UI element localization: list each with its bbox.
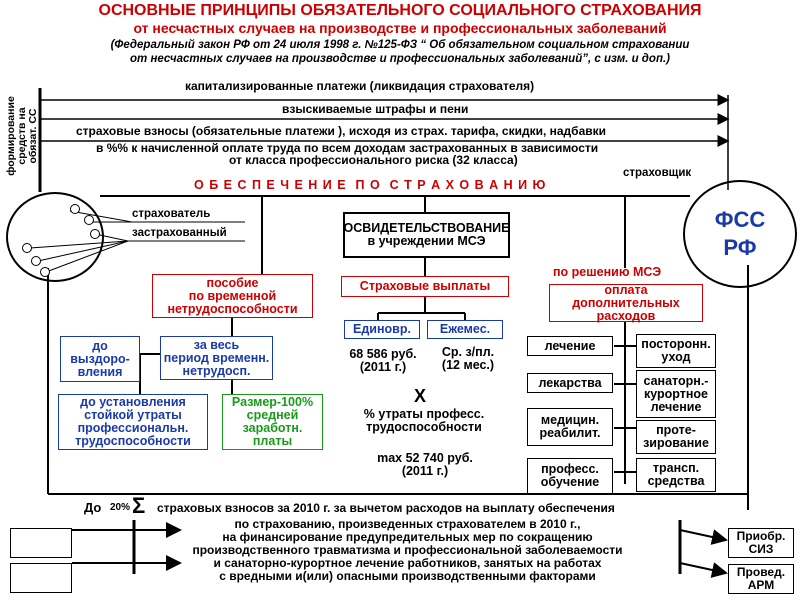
- benefit-line-2: по временной: [188, 288, 277, 303]
- benefit-line-3: нетрудоспособности: [167, 301, 298, 316]
- treatment-box[interactable]: лечение: [527, 336, 613, 356]
- percent-label-line-1: в %% к начисленной оплате труда по всем …: [96, 141, 599, 155]
- policyholder-label: страхователь: [132, 208, 211, 220]
- insured-parties-circle[interactable]: [6, 192, 104, 282]
- max-amount: max 52 740 руб. (2011 г.): [340, 452, 510, 478]
- funding-label-line-3: обязат. СС: [27, 108, 39, 164]
- benefit-amount-box[interactable]: Размер-100% средней заработн. платы: [222, 394, 323, 450]
- law-line-2: от несчастных случаев на производстве и …: [130, 53, 670, 65]
- page-title: ОСНОВНЫЕ ПРИНЦИПЫ ОБЯЗАТЕЛЬНОГО СОЦИАЛЬН…: [98, 2, 702, 19]
- loss-percent-line-1: % утраты професс.: [363, 407, 485, 421]
- until-disability-line-1: до установления: [80, 395, 186, 409]
- benefit-amount-line-3: заработн.: [242, 421, 303, 435]
- insurer-label: страховщик: [623, 167, 692, 179]
- whole-period-line-1: за весь: [193, 337, 240, 352]
- one-time-payment-box[interactable]: Единовр.: [344, 320, 420, 339]
- fss-label-line-2: РФ: [723, 235, 757, 260]
- capitalized-payments-label: капитализированные платежи (ликвидация с…: [185, 79, 535, 93]
- dot-icon: [22, 243, 32, 253]
- percent-label-line-2: от класса профессионального риска (32 кл…: [229, 153, 518, 167]
- additional-line-3: расходов: [596, 308, 656, 323]
- loss-percent-line-2: трудоспособности: [366, 420, 482, 434]
- mse-line-1: ОСВИДЕТЕЛЬСТВОВАНИЕ: [343, 221, 510, 235]
- bottom-line-2: по страхованию, произведенных страховате…: [234, 517, 581, 531]
- one-time-amount-year: (2011 г.): [359, 360, 407, 374]
- contributions-label: страховые взносы (обязательные платежи )…: [76, 124, 607, 138]
- whole-period-line-3: нетрудосп.: [182, 363, 251, 378]
- until-recovery-box[interactable]: до выздоро- вления: [60, 336, 140, 382]
- bottom-line-6: с вредными и(или) опасными производствен…: [219, 569, 596, 583]
- monthly-average-salary: Ср. з/пл. (12 мес.): [428, 346, 508, 372]
- sanatorium-treatment-box[interactable]: санаторн.- курортное лечение: [636, 370, 716, 418]
- max-amount-value: max 52 740 руб.: [377, 451, 473, 465]
- bottom-percent: 20%: [110, 502, 131, 513]
- insured-label: застрахованный: [132, 227, 227, 239]
- bottom-line-4: производственного травматизма и професси…: [192, 543, 623, 557]
- bottom-line-1: страховых взносов за 2010 г. за вычетом …: [157, 501, 615, 515]
- workplace-assessment-box[interactable]: Провед. АРМ: [728, 564, 794, 594]
- one-time-amount: 68 586 руб. (2011 г.): [338, 348, 428, 374]
- until-recovery-line-3: вления: [77, 364, 123, 379]
- bottom-line-3: на финансирование предупредительных мер …: [222, 530, 593, 544]
- one-time-amount-value: 68 586 руб.: [349, 347, 417, 361]
- fss-circle[interactable]: ФСС РФ: [683, 180, 797, 288]
- ppe-purchase-box[interactable]: Приобр. СИЗ: [728, 528, 794, 558]
- benefit-line-1: пособие: [206, 275, 259, 290]
- mse-line-2: в учреждении МСЭ: [367, 234, 486, 248]
- empty-box-top[interactable]: [10, 528, 72, 558]
- bottom-description: по страхованию, произведенных страховате…: [135, 518, 680, 583]
- whole-period-box[interactable]: за весь период временн. нетрудосп.: [160, 336, 273, 380]
- additional-expenses-box[interactable]: оплата дополнительных расходов: [549, 282, 703, 323]
- provision-label: О Б Е С П Е Ч Е Н И Е П О С Т Р А Х О В …: [194, 178, 547, 192]
- prosthetics-box[interactable]: проте- зирование: [636, 420, 716, 454]
- empty-box-bottom[interactable]: [10, 563, 72, 593]
- dot-icon: [40, 267, 50, 277]
- page-subtitle: от несчастных случаев на производстве и …: [133, 20, 667, 36]
- dot-icon: [90, 229, 100, 239]
- until-recovery-line-2: выздоро-: [70, 351, 130, 366]
- bottom-line-5: и санаторно-курортное лечение работников…: [213, 556, 602, 570]
- monthly-payment-box[interactable]: Ежемес.: [427, 320, 503, 339]
- additional-line-1: оплата: [604, 282, 648, 297]
- monthly-avg-line-2: (12 мес.): [441, 358, 495, 372]
- bottom-prefix: До: [84, 500, 102, 515]
- transport-box[interactable]: трансп. средства: [636, 458, 716, 492]
- fss-label-line-1: ФСС: [714, 207, 766, 232]
- temporary-disability-benefit-box[interactable]: пособие по временной нетрудоспособности: [152, 274, 313, 318]
- funding-label: формирование средств на обязат. СС: [5, 86, 42, 186]
- insurance-payments-box[interactable]: Страховые выплаты: [341, 276, 509, 297]
- benefit-amount-line-2: средней: [246, 408, 299, 422]
- multiply-sign: X: [414, 386, 427, 406]
- law-line-1: (Федеральный закон РФ от 24 июля 1998 г.…: [110, 39, 690, 51]
- whole-period-line-2: период временн.: [163, 350, 270, 365]
- sigma-icon: Σ: [132, 493, 146, 518]
- until-recovery-line-1: до: [92, 338, 108, 353]
- monthly-avg-line-1: Ср. з/пл.: [441, 345, 495, 359]
- loss-percent: % утраты професс. трудоспособности: [334, 408, 514, 434]
- mse-decision-label: по решению МСЭ: [553, 265, 662, 279]
- dot-icon: [31, 256, 41, 266]
- max-amount-year: (2011 г.): [401, 464, 449, 478]
- medicines-box[interactable]: лекарства: [527, 373, 613, 393]
- professional-training-box[interactable]: професс. обучение: [527, 458, 613, 494]
- until-disability-line-4: трудоспособности: [75, 434, 191, 448]
- mse-examination-box[interactable]: ОСВИДЕТЕЛЬСТВОВАНИЕ в учреждении МСЭ: [343, 212, 510, 258]
- dot-icon: [84, 215, 94, 225]
- fines-label: взыскиваемые штрафы и пени: [282, 102, 469, 116]
- benefit-amount-line-1: Размер-100%: [231, 395, 314, 409]
- until-disability-line-2: стойкой утраты: [84, 408, 182, 422]
- benefit-amount-line-4: платы: [252, 434, 293, 448]
- medical-rehabilitation-box[interactable]: медицин. реабилит.: [527, 408, 613, 446]
- outside-care-box[interactable]: посторонн. уход: [636, 334, 716, 368]
- dot-icon: [70, 204, 80, 214]
- additional-line-2: дополнительных: [572, 295, 680, 310]
- until-disability-line-3: профессиональн.: [77, 421, 189, 435]
- law-reference: (Федеральный закон РФ от 24 июля 1998 г.…: [20, 38, 780, 66]
- until-disability-box[interactable]: до установления стойкой утраты профессио…: [58, 394, 208, 450]
